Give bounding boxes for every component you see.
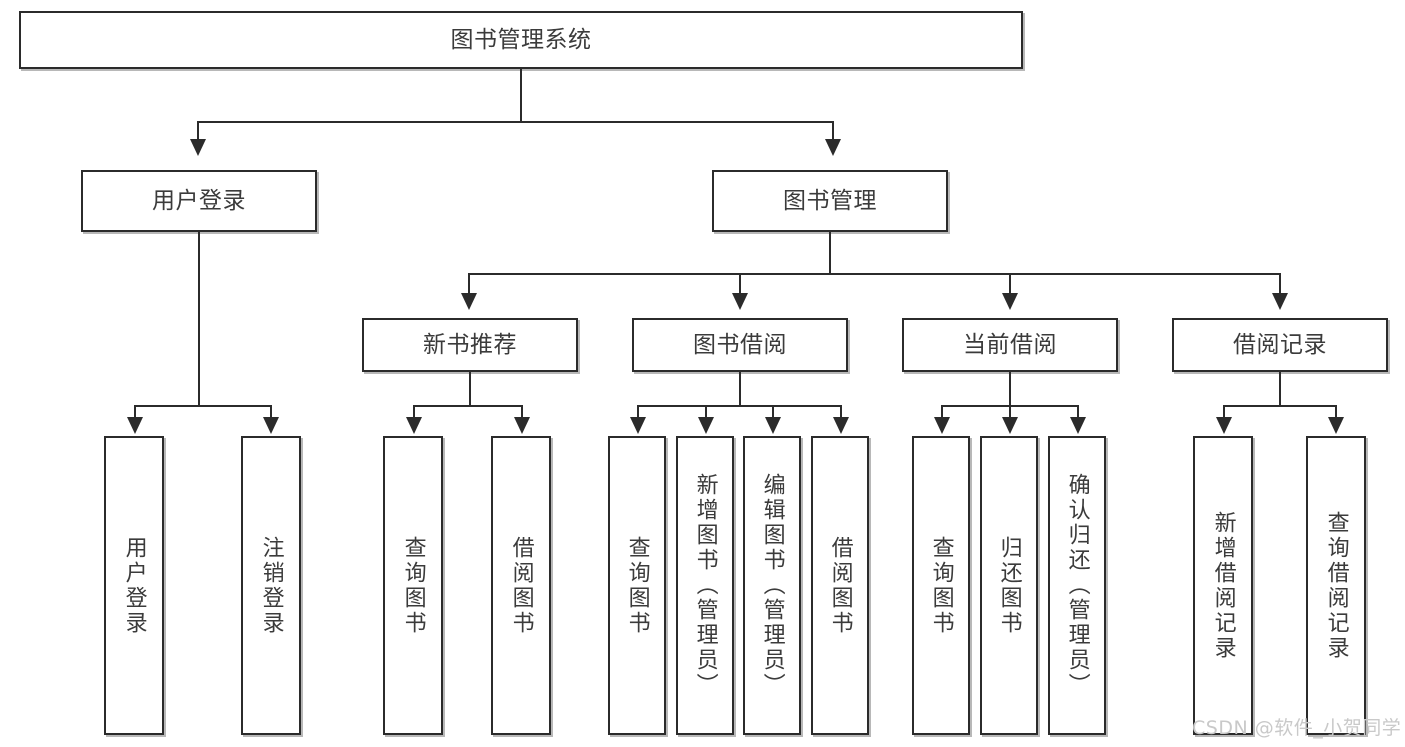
- arrow-to-leaf-user-login: [127, 417, 143, 434]
- edge-book-manage-drop-4: [1279, 273, 1281, 295]
- csdn-watermark: CSDN @软件_小贺同学: [1192, 717, 1402, 739]
- node-borrow-records-label: 借阅记录: [1233, 331, 1327, 358]
- edge-root-drop-right: [832, 121, 834, 141]
- node-new-book-recommend[interactable]: 新书推荐: [362, 318, 578, 372]
- edge-book-manage-drop-2: [739, 273, 741, 295]
- edge-new-book-bus: [413, 405, 523, 407]
- arrow-to-current-borrow: [1002, 293, 1018, 310]
- edge-current-borrow-stem: [1009, 372, 1011, 406]
- leaf-borrow-book-label: 借阅图书: [827, 535, 853, 636]
- edge-borrow-records-bus: [1223, 405, 1337, 407]
- arrow-to-book-manage: [825, 139, 841, 156]
- edge-book-manage-bus: [468, 273, 1280, 275]
- arrow-current-borrow-leaf-1: [934, 417, 950, 434]
- edge-book-borrow-drop-1: [637, 405, 639, 419]
- edge-borrow-records-stem: [1279, 372, 1281, 406]
- node-book-borrow[interactable]: 图书借阅: [632, 318, 848, 372]
- node-root-system-label: 图书管理系统: [450, 26, 592, 53]
- leaf-confirm-return-admin[interactable]: 确认归还（管理员）: [1048, 436, 1106, 735]
- node-borrow-records[interactable]: 借阅记录: [1172, 318, 1388, 372]
- edge-book-borrow-drop-2: [705, 405, 707, 419]
- arrow-borrow-records-leaf-1: [1216, 417, 1232, 434]
- arrow-to-leaf-logout: [263, 417, 279, 434]
- node-current-borrow[interactable]: 当前借阅: [902, 318, 1118, 372]
- leaf-borrow-book[interactable]: 借阅图书: [811, 436, 869, 735]
- arrow-current-borrow-leaf-3: [1070, 417, 1086, 434]
- arrow-to-user-login: [190, 139, 206, 156]
- leaf-query-book-label: 查询图书: [624, 535, 650, 636]
- leaf-logout-label: 注销登录: [258, 535, 284, 636]
- node-current-borrow-label: 当前借阅: [963, 331, 1057, 358]
- edge-book-borrow-drop-4: [840, 405, 842, 419]
- arrow-new-book-leaf-2: [514, 417, 530, 434]
- arrow-borrow-records-leaf-2: [1328, 417, 1344, 434]
- edge-book-manage-stem: [829, 232, 831, 274]
- edge-book-borrow-drop-3: [772, 405, 774, 419]
- arrow-book-borrow-leaf-4: [833, 417, 849, 434]
- node-book-manage-label: 图书管理: [783, 187, 877, 214]
- edge-borrow-records-drop-1: [1223, 405, 1225, 419]
- edge-book-borrow-stem: [739, 372, 741, 406]
- leaf-query-book[interactable]: 查询图书: [608, 436, 666, 735]
- node-user-login[interactable]: 用户登录: [81, 170, 317, 232]
- edge-root-stem: [520, 69, 522, 122]
- leaf-add-borrow-record[interactable]: 新增借阅记录: [1193, 436, 1253, 735]
- node-user-login-label: 用户登录: [152, 187, 246, 214]
- leaf-query-book-current[interactable]: 查询图书: [912, 436, 970, 735]
- arrow-to-new-book-recommend: [461, 293, 477, 310]
- arrow-book-borrow-leaf-3: [765, 417, 781, 434]
- node-book-borrow-label: 图书借阅: [693, 331, 787, 358]
- edge-user-login-drop-2: [270, 405, 272, 419]
- arrow-book-borrow-leaf-1: [630, 417, 646, 434]
- leaf-query-book-recommend-label: 查询图书: [400, 535, 426, 636]
- leaf-query-book-current-label: 查询图书: [928, 535, 954, 636]
- leaf-edit-book-admin[interactable]: 编辑图书（管理员）: [743, 436, 801, 735]
- leaf-user-login-label: 用户登录: [121, 535, 147, 636]
- arrow-to-borrow-records: [1272, 293, 1288, 310]
- edge-book-borrow-bus: [637, 405, 841, 407]
- leaf-add-book-admin[interactable]: 新增图书（管理员）: [676, 436, 734, 735]
- leaf-borrow-book-recommend-label: 借阅图书: [508, 535, 534, 636]
- arrow-current-borrow-leaf-2: [1002, 417, 1018, 434]
- edge-user-login-stem: [198, 232, 200, 406]
- arrow-book-borrow-leaf-2: [698, 417, 714, 434]
- edge-user-login-drop-1: [134, 405, 136, 419]
- leaf-return-book[interactable]: 归还图书: [980, 436, 1038, 735]
- arrow-new-book-leaf-1: [406, 417, 422, 434]
- leaf-logout[interactable]: 注销登录: [241, 436, 301, 735]
- leaf-edit-book-admin-label: 编辑图书（管理员）: [759, 473, 785, 698]
- leaf-confirm-return-admin-label: 确认归还（管理员）: [1064, 473, 1090, 698]
- leaf-query-borrow-record[interactable]: 查询借阅记录: [1306, 436, 1366, 735]
- node-root-system[interactable]: 图书管理系统: [19, 11, 1023, 69]
- edge-new-book-drop-2: [521, 405, 523, 419]
- edge-new-book-stem: [469, 372, 471, 406]
- node-book-manage[interactable]: 图书管理: [712, 170, 948, 232]
- edge-root-bus: [197, 121, 834, 123]
- leaf-user-login[interactable]: 用户登录: [104, 436, 164, 735]
- leaf-add-borrow-record-label: 新增借阅记录: [1210, 510, 1236, 661]
- leaf-borrow-book-recommend[interactable]: 借阅图书: [491, 436, 551, 735]
- leaf-add-book-admin-label: 新增图书（管理员）: [692, 473, 718, 698]
- edge-book-manage-drop-1: [468, 273, 470, 295]
- node-new-book-recommend-label: 新书推荐: [423, 331, 517, 358]
- leaf-query-book-recommend[interactable]: 查询图书: [383, 436, 443, 735]
- edge-root-drop-left: [197, 121, 199, 141]
- edge-current-borrow-drop-2: [1009, 405, 1011, 419]
- edge-current-borrow-drop-1: [941, 405, 943, 419]
- edge-new-book-drop-1: [413, 405, 415, 419]
- leaf-query-borrow-record-label: 查询借阅记录: [1323, 510, 1349, 661]
- edge-book-manage-drop-3: [1009, 273, 1011, 295]
- arrow-to-book-borrow: [732, 293, 748, 310]
- edge-current-borrow-drop-3: [1077, 405, 1079, 419]
- edge-user-login-bus: [134, 405, 271, 407]
- edge-borrow-records-drop-2: [1335, 405, 1337, 419]
- leaf-return-book-label: 归还图书: [996, 535, 1022, 636]
